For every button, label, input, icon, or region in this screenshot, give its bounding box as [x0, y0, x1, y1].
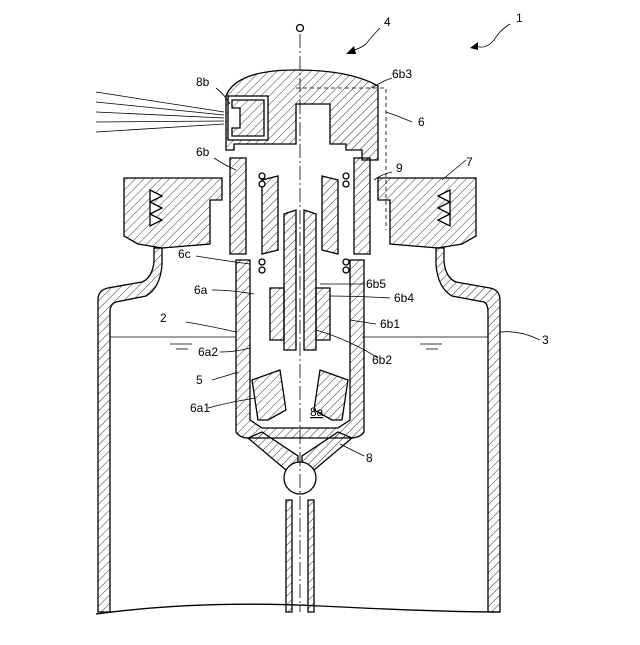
label-6b: 6b: [196, 145, 210, 159]
label-5: 5: [196, 373, 203, 387]
label-8b: 8b: [196, 75, 210, 89]
label-8: 8: [366, 451, 373, 465]
label-8a: 8a: [310, 405, 324, 419]
label-6a2: 6a2: [198, 345, 218, 359]
label-4: 4: [384, 15, 391, 29]
nozzle: [228, 96, 268, 140]
spray-mist: [96, 92, 224, 132]
label-6b3: 6b3: [392, 67, 412, 81]
label-9: 9: [396, 161, 403, 175]
label-6: 6: [418, 115, 425, 129]
label-6b1: 6b1: [380, 317, 400, 331]
liquid-surface: [110, 337, 488, 349]
label-6a1: 6a1: [190, 401, 210, 415]
label-7: 7: [466, 155, 473, 169]
label-6a: 6a: [194, 283, 208, 297]
label-3: 3: [542, 333, 549, 347]
label-6b2: 6b2: [372, 353, 392, 367]
label-1: 1: [516, 11, 523, 25]
label-6b4: 6b4: [394, 291, 414, 305]
axis-marker: [297, 25, 304, 32]
label-6b5: 6b5: [366, 277, 386, 291]
label-6c: 6c: [178, 247, 191, 261]
label-2: 2: [160, 311, 167, 325]
